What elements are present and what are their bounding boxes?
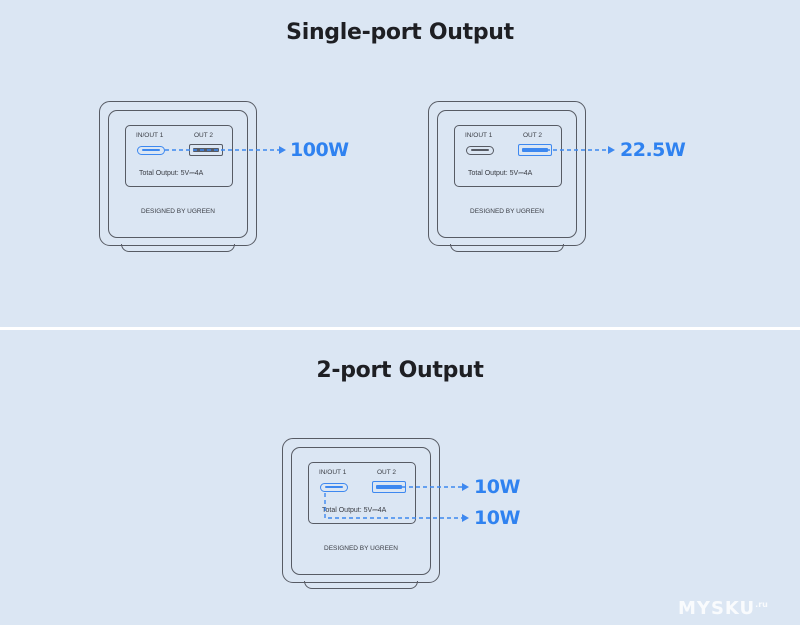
output-watt-port2: 10W [474,476,520,498]
device-face: IN/OUT 1 OUT 2 Total Output: 5V⎓4A DESIG… [108,110,248,238]
charger-device-usb-c: IN/OUT 1 OUT 2 Total Output: 5V⎓4A DESIG… [99,101,257,252]
port2-label: OUT 2 [523,132,543,139]
total-output-label: Total Output: 5V⎓4A [322,507,387,514]
port1-label: IN/OUT 1 [465,132,493,139]
charger-device-usb-a: IN/OUT 1 OUT 2 Total Output: 5V⎓4A DESIG… [428,101,586,252]
arrowhead-dual-port2 [462,483,469,491]
device-shell [428,101,586,246]
watermark-suffix: .ru [755,600,768,609]
output-watt-usb-a: 22.5W [620,139,686,161]
usb-a-port-icon [518,144,552,156]
total-output-label: Total Output: 5V⎓4A [139,170,204,177]
usb-c-port-icon [466,146,494,155]
usb-c-port-icon [320,483,348,492]
port2-label: OUT 2 [194,132,214,139]
total-output-label: Total Output: 5V⎓4A [468,170,533,177]
brand-label: DESIGNED BY UGREEN [141,208,215,215]
port-panel: IN/OUT 1 OUT 2 Total Output: 5V⎓4A [454,125,562,187]
two-port-title: 2-port Output [316,358,484,383]
port-panel: IN/OUT 1 OUT 2 Total Output: 5V⎓4A [308,462,416,524]
watermark-logo: MYSKU.ru [678,598,768,619]
port2-label: OUT 2 [377,469,397,476]
device-face: IN/OUT 1 OUT 2 Total Output: 5V⎓4A DESIG… [437,110,577,238]
output-watt-port1: 10W [474,507,520,529]
watermark-text: MYSKU [678,598,756,619]
arrow-dual-port1-output [324,493,463,519]
brand-label: DESIGNED BY UGREEN [470,208,544,215]
device-face: IN/OUT 1 OUT 2 Total Output: 5V⎓4A DESIG… [291,447,431,575]
charger-device-dual: IN/OUT 1 OUT 2 Total Output: 5V⎓4A DESIG… [282,438,440,589]
output-watt-usb-c: 100W [290,139,349,161]
port1-label: IN/OUT 1 [136,132,164,139]
brand-label: DESIGNED BY UGREEN [324,545,398,552]
port-panel: IN/OUT 1 OUT 2 Total Output: 5V⎓4A [125,125,233,187]
arrowhead-usb-c [279,146,286,154]
arrowhead-dual-port1 [462,514,469,522]
single-port-title: Single-port Output [286,20,514,45]
port1-label: IN/OUT 1 [319,469,347,476]
arrowhead-usb-a [608,146,615,154]
device-shell [282,438,440,583]
section-divider [0,327,800,330]
device-shell [99,101,257,246]
usb-c-port-icon [137,146,165,155]
